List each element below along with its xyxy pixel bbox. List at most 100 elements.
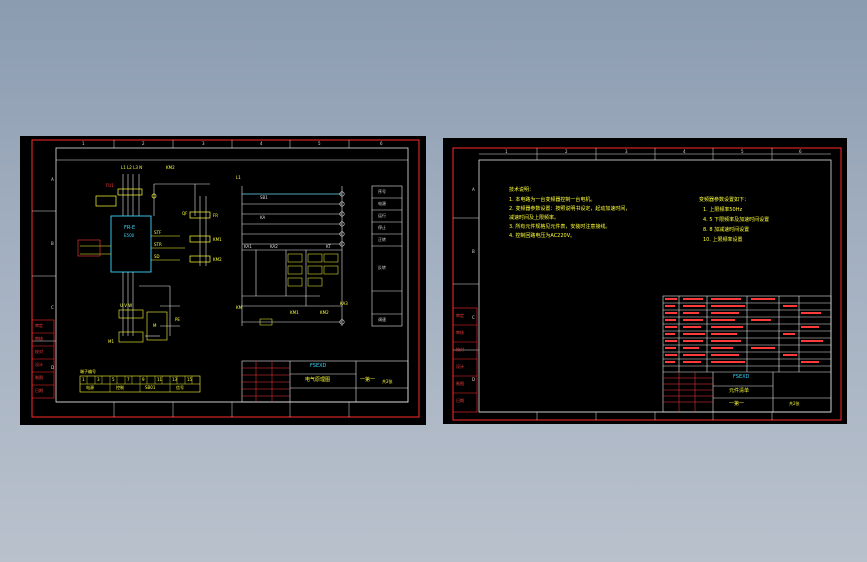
terminal-cell: 7: [127, 377, 130, 382]
title-block-code: 一第一: [360, 377, 376, 383]
vfd-label: FR-E: [124, 225, 136, 231]
ruler-top-1: 1: [505, 149, 508, 154]
legend-title: 序号: [378, 189, 386, 194]
title-block-drawing-name: 电气原理图: [305, 377, 331, 383]
label-pe: PE: [175, 317, 180, 322]
ruler-top-2: 2: [142, 141, 145, 146]
ladder-label-ka2: KA2: [270, 244, 278, 249]
terminal-cell: 11: [157, 377, 163, 382]
ruler-left-c: C: [472, 315, 475, 320]
ruler-left-d: D: [472, 377, 476, 382]
legend-item-5: 反转: [378, 265, 386, 270]
notes-title: 技术说明：: [509, 187, 535, 193]
label-qf: QF: [182, 211, 188, 216]
ladder-label-l1: L1: [236, 175, 241, 180]
legend-item-6: 调速: [378, 317, 386, 322]
ruler-top-4: 4: [260, 141, 263, 146]
param-notes-title: 变频器参数设置如下：: [699, 197, 750, 203]
ladder-label-km1: KM1: [290, 310, 299, 315]
ruler-top-6: 6: [380, 141, 383, 146]
title-block-drawing-name: 元件清单: [729, 388, 750, 394]
param-note-4: 10. 上限频率设置: [703, 237, 743, 243]
ruler-left-b: B: [472, 249, 475, 254]
drawing-sheet-1[interactable]: 1 2 3 4 5 6 A B C D L1 L2 L3 N FU1 KM2 Q…: [20, 136, 426, 425]
terminal-cell: 5: [112, 377, 115, 382]
ruler-left-d: D: [51, 365, 55, 370]
terminal-strip-label: 端子编号: [80, 369, 96, 374]
terminal-group: SB01: [145, 385, 156, 390]
ruler-top-1: 1: [82, 141, 85, 146]
ruler-top-2: 2: [565, 149, 568, 154]
title-block-company: FSEXD: [733, 374, 750, 380]
stamp-approve: 审定: [456, 313, 464, 318]
terminal-cell: 9: [142, 377, 145, 382]
ruler-top-5: 5: [741, 149, 744, 154]
ruler-left-a: A: [472, 187, 475, 192]
stamp-review: 审核: [35, 336, 43, 341]
ruler-left-a: A: [51, 177, 54, 182]
stamp-date: 日期: [456, 398, 464, 403]
sheet-2-linework: [452, 147, 842, 421]
terminal-cell: 3: [97, 377, 100, 382]
legend-item-2: 运行: [378, 213, 386, 218]
stamp-approve: 审定: [35, 323, 43, 328]
label-km2: KM2: [166, 165, 175, 170]
ruler-top-4: 4: [683, 149, 686, 154]
stamp-check: 校对: [456, 347, 464, 352]
ladder-label-ka3: KA3: [340, 301, 348, 306]
vfd-model: E500: [124, 233, 135, 238]
vfd-terminal-stf: STF: [154, 230, 162, 235]
stamp-design: 设计: [35, 362, 43, 367]
drawing-sheet-2[interactable]: 1 2 3 4 5 6 A B C D 技术说明： 1. 本电路为一台变频器控制…: [443, 138, 847, 424]
ruler-top-5: 5: [318, 141, 321, 146]
label-km2-coil: KM2: [213, 257, 222, 262]
label-fr: FR: [213, 213, 219, 218]
vfd-terminal-sd: SD: [154, 254, 160, 259]
stamp-date: 日期: [35, 388, 43, 393]
label-m1: M1: [108, 339, 114, 344]
label-motor: M: [153, 323, 157, 328]
note-line-2: 2. 变频器参数设置：按照说明书设定，起动加速时间，: [509, 206, 631, 212]
note-line-3: 减速时间及上限频率。: [509, 215, 560, 221]
terminal-cell: 13: [172, 377, 178, 382]
legend-item-4: 正转: [378, 237, 386, 242]
ladder-label-sb1: SB1: [260, 195, 268, 200]
label-uvw: U V W: [120, 303, 133, 308]
ladder-label-km: KM: [236, 305, 243, 310]
title-block-company: FSEXD: [310, 363, 327, 369]
param-note-3: 8. 8 加减速时间设置: [703, 227, 750, 233]
stamp-review: 审核: [456, 330, 464, 335]
ruler-left-c: C: [51, 305, 54, 310]
stamp-draw: 制图: [456, 381, 464, 386]
title-block-page: 共2张: [789, 401, 800, 406]
note-line-1: 1. 本电路为一台变频器控制一台电机。: [509, 197, 596, 203]
label-fu1: FU1: [106, 183, 114, 188]
ruler-top-3: 3: [202, 141, 205, 146]
label-km1: KM1: [213, 237, 222, 242]
param-note-1: 1. 上限频率50Hz: [703, 207, 743, 213]
label-power-lines: L1 L2 L3 N: [121, 165, 143, 170]
vfd-terminal-str: STR: [154, 242, 162, 247]
note-line-4: 3. 所有元件规格见元件表，安装时注意接线。: [509, 224, 611, 230]
ruler-top-6: 6: [799, 149, 802, 154]
ruler-top-3: 3: [625, 149, 628, 154]
param-note-2: 4. 5 下限频率及加速时间设置: [703, 217, 770, 223]
ladder-label-ka1: KA1: [244, 244, 252, 249]
stamp-check: 校对: [35, 349, 43, 354]
terminal-cell: 15: [187, 377, 193, 382]
terminal-group: 电源: [86, 385, 94, 390]
legend-item-1: 电源: [378, 201, 386, 206]
terminal-cell: 1: [82, 377, 85, 382]
stamp-design: 设计: [456, 364, 464, 369]
legend-item-3: 停止: [378, 225, 386, 230]
ladder-label-ka: KA: [260, 215, 266, 220]
ladder-label-km2: KM2: [320, 310, 329, 315]
ruler-left-b: B: [51, 241, 54, 246]
stamp-draw: 制图: [35, 375, 43, 380]
terminal-group: 控制: [116, 385, 124, 390]
title-block-code: 一第一: [729, 401, 745, 407]
ladder-label-kt: KT: [326, 244, 331, 249]
sheet-1-linework: [31, 139, 420, 418]
note-line-5: 4. 控制回路电压为AC220V。: [509, 233, 576, 239]
title-block-page: 共2张: [382, 379, 393, 384]
